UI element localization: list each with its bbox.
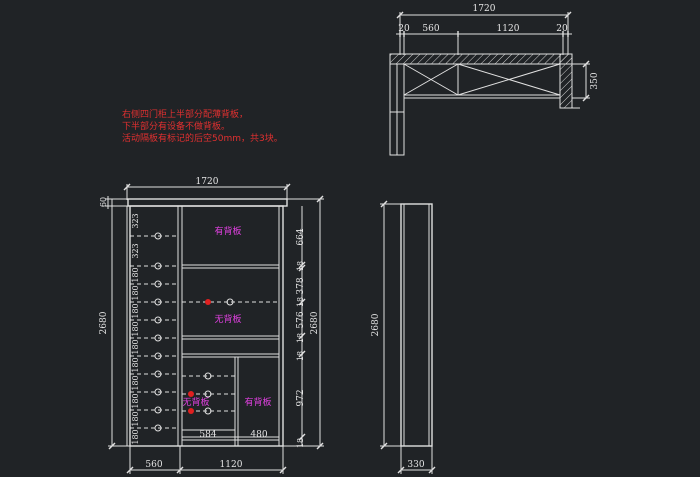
top-view-dim-right-side: 20 [556,24,568,34]
side-view: 2680 330 [371,200,436,474]
front-height-left: 2680 [99,311,109,334]
right-dim-4: 18 [296,297,305,307]
label-top-back: 有背板 [214,225,241,237]
shelf-pin [154,370,162,378]
right-dim-9: 18 [296,438,305,448]
top-view-dim-left-cabinet: 560 [422,24,439,34]
left-dim-3: 180 [131,267,140,282]
left-dim-11: 180 [131,411,140,426]
tick [298,261,306,269]
left-dim-10: 180 [131,393,140,408]
right-dim-6: 18 [296,333,305,343]
left-dim-6: 180 [131,321,140,336]
top-view-cabinet-body [403,63,561,96]
front-height-right: 2680 [310,311,320,334]
tick [298,433,306,441]
tick [298,264,306,272]
tick [298,350,306,358]
shelf-pin [154,280,162,288]
top-view-overall-dim: 1720 [473,4,496,14]
inner-dim-left: 584 [199,430,216,440]
top-view-dim-left-side: 20 [398,24,410,34]
left-dim-8: 180 [131,357,140,372]
label-middle-back: 无背板 [214,313,241,325]
top-view: 1720 20 560 1120 20 [389,4,600,156]
left-dim-12: 180 [131,429,140,444]
shelf-pin [204,390,212,398]
shelf-pin [154,262,162,270]
note-line-3: 活动隔板有标记的后空50mm，共3块。 [122,132,283,144]
shelf-pin [154,406,162,414]
tick [380,200,388,208]
shelf-pin [204,372,212,380]
tick [298,298,306,306]
front-overall-width: 1720 [196,177,219,187]
tick [397,466,405,474]
front-cabinet-outline [129,205,284,447]
shelf-pin [154,388,162,396]
shelf-pin [154,334,162,342]
tick [176,466,184,474]
bottom-dim-right: 1120 [220,460,243,470]
note-line-1: 右侧四门柜上半部分配薄背板， [122,108,248,120]
left-dim-2: 323 [131,243,140,258]
inner-dim-right: 480 [250,430,267,440]
shelf-pin [154,424,162,432]
right-dim-1: 664 [296,228,306,245]
right-dim-3: 378 [296,277,306,294]
marker-dot [188,391,194,397]
note-line-2: 下半部分有设备不做背板。 [122,120,230,132]
right-dim-5: 576 [296,311,306,328]
notes: 右侧四门柜上半部分配薄背板， 下半部分有设备不做背板。 活动隔板有标记的后空50… [122,108,283,144]
tick [316,195,324,203]
shelf-pin [154,298,162,306]
top-thickness-dim: 60 [99,197,108,207]
shelf-pin [226,298,234,306]
top-view-depth-dim: 350 [590,72,600,89]
left-dim-5: 180 [131,303,140,318]
left-dim-1: 323 [131,213,140,228]
tick [316,442,324,450]
left-dim-9: 180 [131,375,140,390]
marker-dot [205,299,211,305]
label-lower-right-back: 有背板 [244,396,271,408]
top-view-dim-right-cabinet: 1120 [497,24,520,34]
tick [428,466,436,474]
marker-dot [188,408,194,414]
top-view-cross [457,63,561,96]
front-top-slab [127,198,288,207]
right-dim-2: 18 [296,261,305,271]
shelf-pin [154,316,162,324]
left-dim-4: 180 [131,285,140,300]
tick [126,466,134,474]
front-view: 1720 [99,177,324,474]
side-depth-dim: 330 [407,460,424,470]
top-view-cross [403,63,459,96]
bottom-dim-left: 560 [145,460,162,470]
tick [298,332,306,340]
left-dim-7: 180 [131,339,140,354]
right-dim-7: 18 [296,351,305,361]
side-view-outline [400,203,433,447]
top-view-hatched-slab [389,53,573,65]
side-height-dim: 2680 [371,313,381,336]
shelf-pin [204,407,212,415]
shelf-pin [154,232,162,240]
label-lower-left-back: 无背板 [182,396,209,408]
right-dim-8: 972 [296,389,306,406]
tick [380,442,388,450]
shelf-pin [154,352,162,360]
top-view-hatched-wall [559,53,573,109]
tick [279,466,287,474]
